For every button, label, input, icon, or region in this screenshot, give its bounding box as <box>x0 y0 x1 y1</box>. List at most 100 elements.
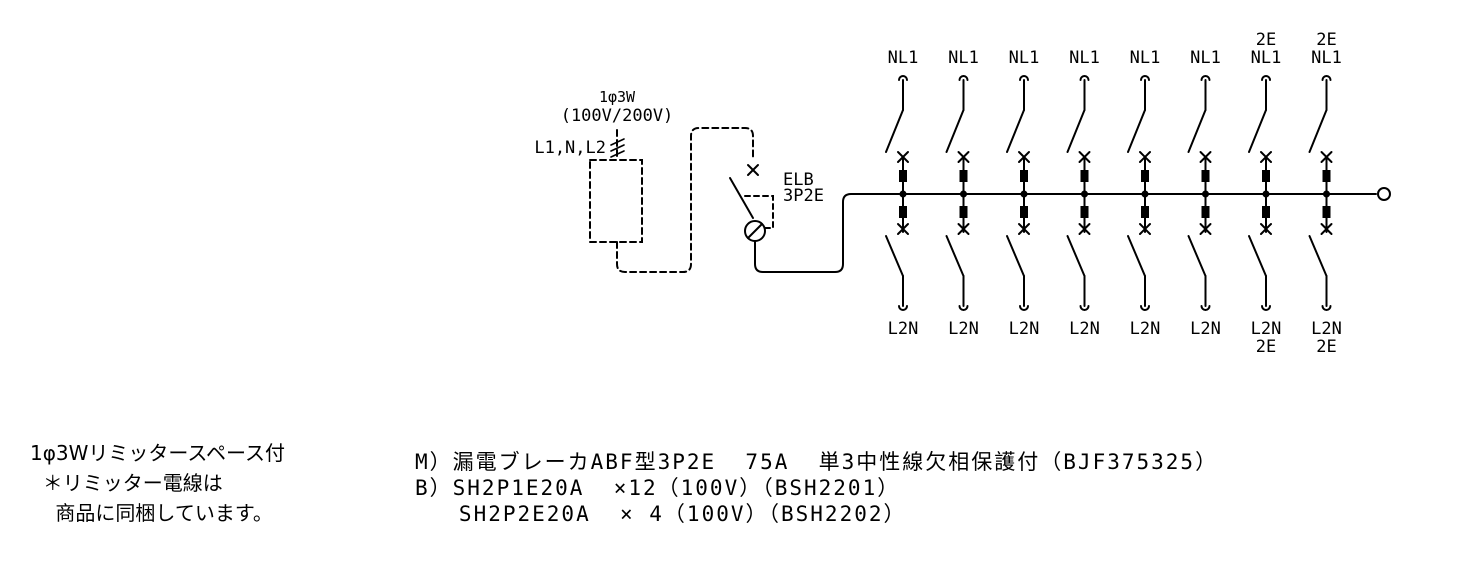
branch-bottom-label: L2N <box>1251 319 1282 339</box>
switch-blade-icon <box>885 109 904 153</box>
fuse-element-icon <box>959 170 968 182</box>
switch-blade-icon <box>1066 109 1086 153</box>
switch-blade-icon <box>1006 109 1025 153</box>
branch-bottom-label: L2N <box>1009 319 1040 339</box>
switch-blade-icon <box>1066 235 1086 277</box>
bus-junction-icon <box>960 190 967 198</box>
fuse-element-icon <box>899 170 907 182</box>
branch-top-label: NL1 <box>1009 48 1040 68</box>
switch-blade-icon <box>1127 109 1146 153</box>
terminal-icon <box>1200 305 1211 311</box>
branch-top-label: NL1 <box>948 48 979 68</box>
fuse-element-icon <box>899 206 907 218</box>
dashed-link-to-elb <box>616 127 754 273</box>
terminal-icon <box>958 305 969 311</box>
branch-top-label: NL1 <box>1311 48 1342 68</box>
branch-breaker-7 <box>1248 75 1272 311</box>
branch-bottom-label: L2N <box>1190 319 1221 339</box>
branch-breaker-8 <box>1308 75 1333 311</box>
note-line-1: 1φ3Wリミッタースペース付 <box>30 441 286 465</box>
branch-top-label: 2E <box>1316 30 1336 50</box>
switch-blade-icon <box>1308 235 1328 277</box>
branch-top-label: NL1 <box>1251 48 1282 68</box>
switch-blade-icon <box>945 109 965 153</box>
terminal-icon <box>898 75 908 81</box>
spec-line-main: M）漏電ブレーカABF型3P2E 75A 単3中性線欠相保護付（BJF37532… <box>415 450 1219 474</box>
branch-breaker-1 <box>885 75 909 311</box>
branch-breaker-5 <box>1127 75 1151 311</box>
breaker-specs: M）漏電ブレーカABF型3P2E 75A 単3中性線欠相保護付（BJF37532… <box>415 449 1218 527</box>
branch-top-label: NL1 <box>1190 48 1221 68</box>
supply-voltage-label: (100V/200V) <box>561 106 674 126</box>
branch-top-label: 2E <box>1256 30 1276 50</box>
elb-label-line1: ELB <box>783 170 814 190</box>
fuse-element-icon <box>1141 206 1149 218</box>
bus-junction-icon <box>1081 190 1088 198</box>
terminal-icon <box>1140 305 1150 311</box>
fuse-element-icon <box>1262 206 1270 218</box>
switch-blade-icon <box>1127 235 1146 277</box>
switch-blade-icon <box>945 235 965 277</box>
terminal-icon <box>1261 305 1271 311</box>
branch-breaker-2 <box>945 75 970 311</box>
bus-junction-icon <box>899 190 907 198</box>
fuse-element-icon <box>1020 206 1028 218</box>
branch-top-label: NL1 <box>1069 48 1100 68</box>
branch-top-label: NL1 <box>1130 48 1161 68</box>
terminal-icon <box>1079 75 1090 81</box>
limiter-space-box <box>589 159 643 243</box>
branch-bottom-label: L2N <box>1069 319 1100 339</box>
switch-blade-icon <box>1006 235 1025 277</box>
terminal-icon <box>1321 75 1332 81</box>
switch-blade-icon <box>885 235 904 277</box>
terminal-icon <box>1019 75 1029 81</box>
limiter-note: 1φ3Wリミッタースペース付 ＊リミッター電線は 商品に同梱しています。 <box>30 438 285 528</box>
fuse-element-icon <box>1201 170 1210 182</box>
fuse-element-icon <box>1322 170 1331 182</box>
elb-label-line2: 3P2E <box>783 186 824 206</box>
terminal-icon <box>1140 75 1150 81</box>
terminal-icon <box>1079 305 1090 311</box>
branch-breaker-6 <box>1187 75 1212 311</box>
branch-bottom-label: L2N <box>888 319 919 339</box>
bus-junction-icon <box>1262 190 1270 198</box>
fuse-element-icon <box>1141 170 1149 182</box>
branch-bottom-label: L2N <box>948 319 979 339</box>
switch-blade-icon <box>1308 109 1328 153</box>
bus-junction-icon <box>1202 190 1209 198</box>
fuse-element-icon <box>1322 206 1331 218</box>
branch-bottom-label: L2N <box>1311 319 1342 339</box>
fuse-element-icon <box>1020 170 1028 182</box>
terminal-icon <box>1261 75 1271 81</box>
fuse-element-icon <box>1080 206 1089 218</box>
switch-blade-icon <box>1187 109 1207 153</box>
elb-test-circuit <box>744 195 774 229</box>
neutral-terminal-icon <box>1377 187 1391 201</box>
fuse-element-icon <box>1262 170 1270 182</box>
switch-blade-icon <box>1248 109 1267 153</box>
bus-junction-icon <box>1020 190 1028 198</box>
supply-lines-label: L1,N,L2 <box>534 138 606 158</box>
fuse-element-icon <box>1080 170 1089 182</box>
fuse-element-icon <box>959 206 968 218</box>
branch-bottom-label: L2N <box>1130 319 1161 339</box>
branch-bottom-label: 2E <box>1256 337 1276 357</box>
bus-junction-icon <box>1141 190 1149 198</box>
note-line-2: ＊リミッター電線は <box>30 471 223 495</box>
switch-blade-icon <box>1248 235 1267 277</box>
terminal-icon <box>1321 305 1332 311</box>
bus-junction-icon <box>1323 190 1330 198</box>
branch-bottom-label: 2E <box>1316 337 1336 357</box>
terminal-icon <box>958 75 969 81</box>
terminal-icon <box>898 305 908 311</box>
supply-phase-label: 1φ3W <box>599 88 636 106</box>
fuse-element-icon <box>1201 206 1210 218</box>
three-wire-ticks <box>610 138 625 158</box>
elb-switch-icon <box>729 164 1377 273</box>
switch-blade-icon <box>1187 235 1207 277</box>
terminal-icon <box>1200 75 1211 81</box>
terminal-icon <box>1019 305 1029 311</box>
spec-line-branch-2: SH2P2E20A × 4（100V）（BSH2202） <box>415 502 907 526</box>
branch-top-label: NL1 <box>888 48 919 68</box>
